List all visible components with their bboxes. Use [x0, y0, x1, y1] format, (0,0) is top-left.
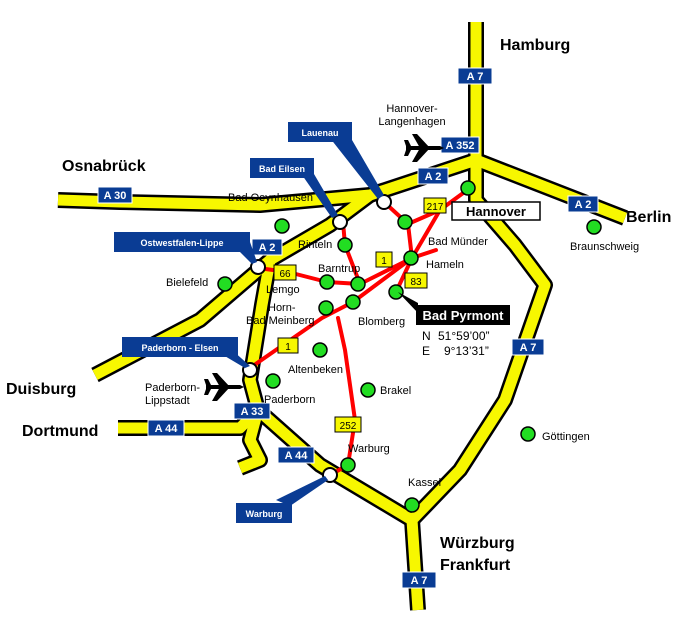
place-marker-kassel: [404, 497, 420, 513]
place-marker-braunschweig: [586, 219, 602, 235]
exit-warburg: Warburg: [246, 509, 283, 519]
label-goettingen: Göttingen: [542, 431, 590, 443]
label-brakel: Brakel: [380, 385, 411, 397]
airplane-icon: [404, 134, 444, 162]
place-marker-bielefeld: [217, 276, 233, 292]
city-hamburg: Hamburg: [500, 37, 570, 54]
label-horn-1: Horn-: [268, 302, 296, 314]
destination-lat-prefix: N: [422, 329, 431, 343]
motorway-network: [57, 22, 628, 611]
exit-owl: Ostwestfalen-Lippe: [140, 238, 223, 248]
destination-callout: Bad Pyrmont N 51°59’00” E 9°13’31”: [398, 292, 510, 358]
city-wuerzburg: Würzburg: [440, 535, 515, 552]
label-braunschweig: Braunschweig: [570, 241, 639, 253]
destination-lat: 51°59’00”: [438, 329, 490, 343]
label-bielefeld: Bielefeld: [166, 277, 208, 289]
destination-lon-prefix: E: [422, 344, 430, 358]
road-number-boxes: 217 1 66 83 1 252: [273, 197, 447, 433]
shield-a2-ne: A 2: [425, 171, 442, 183]
city-berlin: Berlin: [626, 209, 671, 226]
road-252: 252: [340, 421, 357, 432]
shield-a2-west: A 2: [259, 242, 276, 254]
road-66: 66: [279, 269, 291, 280]
road-1-top: 1: [381, 256, 387, 267]
place-marker-bad-muender: [397, 214, 413, 230]
place-marker-lemgo: [319, 274, 335, 290]
place-marker-bad-pyrmont: [388, 284, 404, 300]
place-marker-barntrup: [350, 276, 366, 292]
label-barntrup: Barntrup: [318, 263, 360, 275]
place-marker-bad-oeynhausen: [274, 218, 290, 234]
exit-lauenau: Lauenau: [301, 128, 338, 138]
destination-name: Bad Pyrmont: [423, 308, 505, 323]
city-osnabrueck: Osnabrück: [62, 158, 146, 175]
city-dortmund: Dortmund: [22, 423, 98, 440]
hannover-box: Hannover: [451, 201, 541, 221]
hannover-label: Hannover: [466, 204, 526, 219]
road-1-bottom: 1: [285, 342, 291, 353]
label-bad-oeynhausen: Bad Oeynhausen: [228, 192, 313, 204]
label-hannover-langenhagen-1: Hannover-: [386, 103, 438, 115]
place-marker-blomberg: [345, 294, 361, 310]
shield-a7-bottom: A 7: [411, 575, 428, 587]
label-warburg: Warburg: [348, 443, 390, 455]
label-horn-2: Bad Meinberg: [246, 315, 315, 327]
exit-paderborn-elsen: Paderborn - Elsen: [141, 343, 218, 353]
place-marker-altenbeken: [312, 342, 328, 358]
place-marker-rinteln: [337, 237, 353, 253]
places-markers: [217, 180, 602, 513]
city-duisburg: Duisburg: [6, 381, 76, 398]
shield-a2-east: A 2: [575, 199, 592, 211]
junction-bad-eilsen: [332, 214, 348, 230]
city-frankfurt: Frankfurt: [440, 557, 511, 574]
exit-bad-eilsen: Bad Eilsen: [259, 164, 305, 174]
motorway-shields: A 7 A 352 A 2 A 2 A 30 A 2 A 7 A 33 A 44…: [97, 67, 599, 589]
destination-lon: 9°13’31”: [444, 344, 489, 358]
place-marker-warburg: [340, 457, 356, 473]
label-hameln: Hameln: [426, 259, 464, 271]
shield-a7-top: A 7: [467, 71, 484, 83]
road-217: 217: [427, 202, 444, 213]
city-labels: Hamburg Berlin Osnabrück Duisburg Dortmu…: [6, 37, 671, 574]
place-marker-goettingen: [520, 426, 536, 442]
junction-owl: [250, 259, 266, 275]
shield-a44-b: A 44: [285, 450, 309, 462]
place-marker-hannover: [460, 180, 476, 196]
shield-a352: A 352: [446, 140, 475, 152]
label-blomberg: Blomberg: [358, 316, 405, 328]
place-marker-brakel: [360, 382, 376, 398]
label-altenbeken: Altenbeken: [288, 364, 343, 376]
place-marker-hameln: [403, 250, 419, 266]
airplane-icon: [204, 373, 244, 401]
label-rinteln: Rinteln: [298, 239, 332, 251]
place-marker-paderborn: [265, 373, 281, 389]
shield-a33: A 33: [241, 406, 264, 418]
label-bad-muender: Bad Münder: [428, 236, 488, 248]
shield-a44: A 44: [155, 423, 179, 435]
label-paderborn-lippstadt-1: Paderborn-: [145, 382, 200, 394]
road-83: 83: [410, 277, 422, 288]
label-kassel: Kassel: [408, 477, 441, 489]
label-paderborn-lippstadt-2: Lippstadt: [145, 395, 190, 407]
exit-signs: Lauenau Bad Eilsen Ostwestfalen-Lippe Pa…: [114, 122, 384, 523]
shield-a30: A 30: [104, 190, 127, 202]
label-lemgo: Lemgo: [266, 284, 300, 296]
label-paderborn: Paderborn: [264, 394, 315, 406]
place-marker-horn: [318, 300, 334, 316]
label-hannover-langenhagen-2: Langenhagen: [378, 116, 445, 128]
place-labels: Hannover- Langenhagen Bad Oeynhausen Rin…: [145, 103, 639, 489]
shield-a7-mid: A 7: [520, 342, 537, 354]
